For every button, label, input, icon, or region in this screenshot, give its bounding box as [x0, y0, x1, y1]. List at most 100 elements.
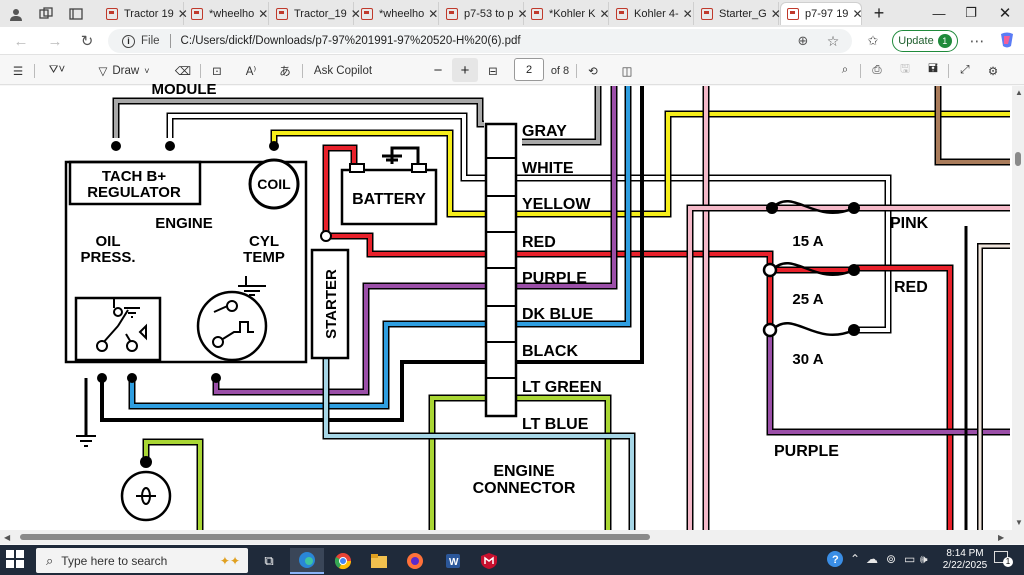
save-icon[interactable]: 🖫	[900, 63, 910, 75]
volume-icon[interactable]: 🕪	[920, 552, 928, 566]
search-icon[interactable]: ⌕	[841, 64, 849, 76]
taskbar: ⌕ Type here to search ✦✦ ⧉ W ? ⌃ ☁ ⊚ ▭ 🕪	[0, 545, 1024, 575]
read-aloud-icon[interactable]: A⁾	[245, 65, 257, 78]
vertical-scrollbar[interactable]: ▲ ▼	[1012, 86, 1024, 530]
chrome-app-icon[interactable]	[326, 548, 360, 574]
scroll-up-icon[interactable]: ▲	[1015, 88, 1023, 97]
tab-8-active[interactable]: p7-97 19✕	[780, 2, 863, 25]
print-icon[interactable]: ⎙	[872, 64, 882, 76]
starter-label: STARTER	[323, 269, 340, 339]
ask-copilot-button[interactable]: Ask Copilot	[313, 64, 373, 77]
contents-icon[interactable]: ☰	[12, 65, 24, 78]
zoom-icon[interactable]: ⊕	[797, 33, 809, 48]
minimize-icon[interactable]: —	[932, 5, 946, 21]
refresh-icon[interactable]: ↻	[80, 33, 94, 50]
fit-width-icon[interactable]: ⊟	[488, 65, 498, 78]
clock-date: 2/22/2025	[942, 560, 988, 571]
windows-start-icon[interactable]	[6, 550, 26, 570]
notifications-icon[interactable]: 1	[994, 551, 1013, 567]
address-row: ← → ↻ i File C:/Users/dickf/Downloads/p7…	[0, 27, 1024, 55]
close-icon[interactable]: ✕	[852, 7, 863, 21]
tab-2[interactable]: Tractor_19✕	[270, 2, 361, 25]
divider	[860, 64, 861, 78]
cloud-icon[interactable]: ☁	[866, 552, 878, 566]
page-number-input[interactable]: 2	[514, 58, 544, 81]
scroll-right-icon[interactable]: ▶	[998, 533, 1005, 542]
restore-icon[interactable]: ❐	[965, 5, 977, 20]
text-box-icon[interactable]: ⊡	[212, 65, 222, 78]
search-icon: ⌕	[46, 552, 54, 568]
tab-3[interactable]: *wheelho✕	[355, 2, 439, 25]
firefox-app-icon[interactable]	[398, 548, 432, 574]
info-icon[interactable]: i	[122, 34, 135, 48]
copilot-icon[interactable]	[996, 30, 1018, 50]
zoom-in-icon[interactable]: +	[452, 58, 478, 82]
horizontal-scrollbar[interactable]: ◀ ▶	[0, 530, 1024, 544]
update-button[interactable]: Update 1	[892, 30, 958, 52]
horizontal-scroll-thumb[interactable]	[20, 534, 650, 540]
oil-label: OIL	[96, 233, 121, 250]
workspaces-icon[interactable]	[36, 4, 56, 24]
translate-icon[interactable]: あ	[279, 65, 291, 78]
vertical-scroll-thumb[interactable]	[1015, 152, 1021, 166]
rotate-icon[interactable]: ⟲	[588, 65, 598, 78]
tab-0[interactable]: Tractor 19✕	[100, 2, 188, 25]
close-icon[interactable]: ✕	[517, 6, 528, 21]
close-icon[interactable]: ✕	[682, 6, 693, 21]
settings-gear-icon[interactable]: ⚙	[987, 65, 999, 78]
draw-button[interactable]: ▽ Draw ˅	[92, 60, 156, 81]
tab-6[interactable]: Kohler 4-✕	[610, 2, 694, 25]
update-label: Update	[898, 35, 934, 47]
url-text[interactable]: C:/Users/dickf/Downloads/p7-97%201991-97…	[180, 35, 521, 47]
edge-app-icon[interactable]	[290, 548, 324, 574]
profile-icon[interactable]	[6, 4, 26, 24]
scroll-left-icon[interactable]: ◀	[4, 533, 11, 542]
divider	[302, 64, 303, 78]
highlight-icon[interactable]: ⛛˅	[48, 64, 66, 76]
pdf-viewport[interactable]: MODULE TACH B+ REGULATOR COIL ENGINE OIL…	[0, 81, 1024, 530]
page-view-icon[interactable]: ◫	[621, 65, 633, 78]
file-explorer-icon[interactable]	[362, 548, 396, 574]
back-icon[interactable]: ←	[13, 32, 29, 50]
help-icon[interactable]: ?	[826, 550, 844, 571]
close-icon[interactable]: ✕	[428, 6, 439, 21]
mcafee-app-icon[interactable]	[472, 548, 506, 574]
scroll-down-icon[interactable]: ▼	[1015, 518, 1023, 527]
favorite-star-icon[interactable]: ☆	[826, 32, 840, 49]
taskbar-search-input[interactable]: ⌕ Type here to search ✦✦	[36, 548, 248, 573]
erase-icon[interactable]: ⌫	[174, 65, 192, 78]
new-tab-icon[interactable]: +	[873, 2, 885, 23]
tab-actions-icon[interactable]	[66, 4, 86, 24]
fullscreen-icon[interactable]: ⤢	[960, 64, 970, 76]
purple-label: PURPLE	[774, 443, 839, 460]
favorites-icon[interactable]: ✩	[867, 33, 879, 48]
svg-text:W: W	[449, 557, 459, 568]
clock-time: 8:14 PM	[946, 548, 984, 559]
close-icon[interactable]: ✕	[177, 6, 188, 21]
battery-tray-icon[interactable]: ▭	[904, 552, 916, 566]
tab-7[interactable]: Starter_G✕	[695, 2, 781, 25]
engine-label: ENGINE	[155, 215, 213, 232]
close-icon[interactable]: ✕	[770, 6, 781, 21]
save-as-icon[interactable]: 🖬	[928, 63, 938, 75]
word-app-icon[interactable]: W	[436, 548, 470, 574]
more-menu-icon[interactable]: ⋯	[969, 33, 985, 50]
tab-1[interactable]: *wheelho✕	[185, 2, 269, 25]
forward-icon[interactable]: →	[47, 32, 63, 50]
address-bar[interactable]: i File C:/Users/dickf/Downloads/p7-97%20…	[108, 29, 852, 53]
tab-5[interactable]: *Kohler K✕	[525, 2, 610, 25]
zoom-out-icon[interactable]: −	[433, 62, 443, 79]
wire-label-gray: GRAY	[522, 123, 567, 140]
tray-chevron-up-icon[interactable]: ⌃	[850, 552, 861, 566]
window-close-icon[interactable]: ✕	[998, 5, 1012, 22]
task-view-icon[interactable]: ⧉	[264, 553, 274, 568]
tab-4[interactable]: p7-53 to p✕	[440, 2, 528, 25]
system-clock[interactable]: 8:14 PM 2/22/2025	[940, 548, 990, 572]
battery-label: BATTERY	[352, 191, 426, 208]
wire-label-lt-green: LT GREEN	[522, 379, 602, 396]
close-icon[interactable]: ✕	[350, 6, 361, 21]
close-icon[interactable]: ✕	[599, 6, 610, 21]
close-icon[interactable]: ✕	[258, 6, 269, 21]
printer-tray-icon[interactable]: ⊚	[886, 552, 897, 566]
pdf-toolbar: ☰ ⛛˅ ▽ Draw ˅ ⌫ ⊡ A⁾ あ Ask Copilot − + ⊟…	[0, 56, 1024, 85]
